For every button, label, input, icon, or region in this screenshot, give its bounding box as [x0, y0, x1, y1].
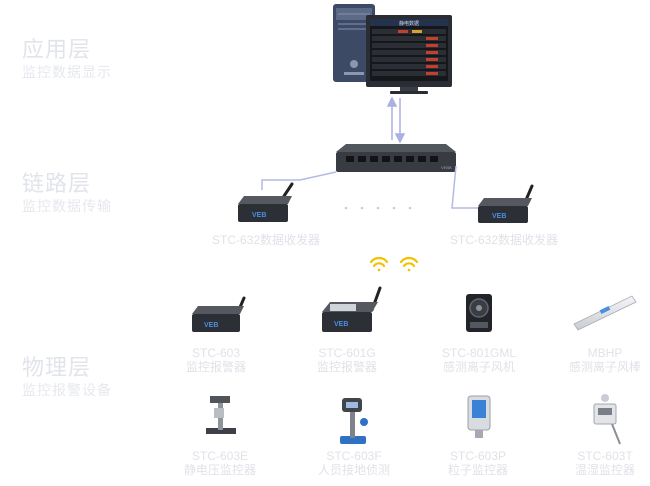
ethernet-switch-icon: VEBB — [336, 144, 456, 172]
alarm-box-display-icon: VEB — [322, 286, 382, 332]
device-label: STC-603 监控报警器 — [146, 346, 286, 374]
pc-workstation-icon — [333, 4, 375, 82]
svg-text:VEB: VEB — [204, 322, 218, 329]
device-model: STC-603P — [449, 449, 507, 463]
svg-text:VEB: VEB — [334, 321, 348, 328]
voltage-probe-icon — [206, 396, 236, 434]
device-desc: 粒子监控器 — [447, 463, 508, 477]
device-model: STC-603E — [191, 449, 249, 463]
device-label: STC-601G 监控报警器 — [277, 346, 417, 374]
device-desc: 人员接地侦测 — [317, 463, 390, 477]
device-desc: 感测离子风机 — [442, 360, 515, 374]
alarm-box-icon: VEB — [192, 296, 246, 332]
ion-bar-icon — [573, 295, 637, 331]
layer-subtitle-application: 监控数据显示 — [22, 64, 112, 80]
device-label: STC-603T 温湿监控器 — [535, 449, 650, 477]
layer-title-link: 链路层 — [22, 171, 92, 196]
device-desc: 感测离子风棒 — [568, 360, 641, 374]
transceiver-left-icon: VEB — [238, 182, 294, 222]
layer-subtitle-physical: 监控报警设备 — [22, 382, 112, 398]
svg-text:VEB: VEB — [252, 212, 266, 219]
device-model: MBHP — [587, 346, 623, 360]
transceiver-right-icon: VEB — [478, 184, 534, 223]
device-desc: 监控报警器 — [185, 360, 246, 374]
transceiver-right-model: STC-632数据收发器 — [449, 233, 559, 247]
dotted-link — [344, 206, 412, 210]
layer-title-application: 应用层 — [22, 37, 92, 62]
transceiver-left-model: STC-632数据收发器 — [211, 233, 321, 247]
device-model: STC-601G — [318, 346, 376, 360]
monitor-header-text: 静电数据 — [399, 20, 419, 27]
device-model: STC-603F — [326, 449, 382, 463]
layer-subtitle-link: 监控数据传输 — [22, 198, 112, 214]
transceiver-left-label: STC-632数据收发器 — [196, 233, 336, 247]
monitor-screen: 静电数据 — [366, 15, 452, 94]
device-model: STC-801GML — [441, 346, 517, 360]
link-lines — [261, 165, 478, 209]
particle-monitor-icon — [467, 395, 491, 438]
grounding-sensor-icon — [340, 398, 368, 444]
switch-brand: VEBB — [441, 165, 452, 170]
device-desc: 监控报警器 — [316, 360, 377, 374]
ion-fan-icon — [466, 294, 492, 332]
layer-title-physical: 物理层 — [22, 355, 92, 380]
monitor-data-rows — [372, 29, 446, 76]
device-label: STC-801GML 感测离子风机 — [409, 346, 549, 374]
uplink-arrows — [386, 96, 406, 144]
thermo-hygro-icon — [593, 394, 621, 445]
transceiver-right-label: STC-632数据收发器 — [434, 233, 574, 247]
wifi-signal-icon — [369, 256, 419, 272]
device-label: MBHP 感测离子风棒 — [535, 346, 650, 374]
device-label: STC-603F 人员接地侦测 — [284, 449, 424, 477]
svg-text:VEB: VEB — [492, 213, 506, 220]
device-label: STC-603E 静电压监控器 — [150, 449, 290, 477]
device-label: STC-603P 粒子监控器 — [408, 449, 548, 477]
device-model: STC-603T — [577, 449, 633, 463]
device-desc: 静电压监控器 — [183, 463, 256, 477]
device-desc: 温湿监控器 — [574, 463, 635, 477]
device-model: STC-603 — [191, 346, 241, 360]
